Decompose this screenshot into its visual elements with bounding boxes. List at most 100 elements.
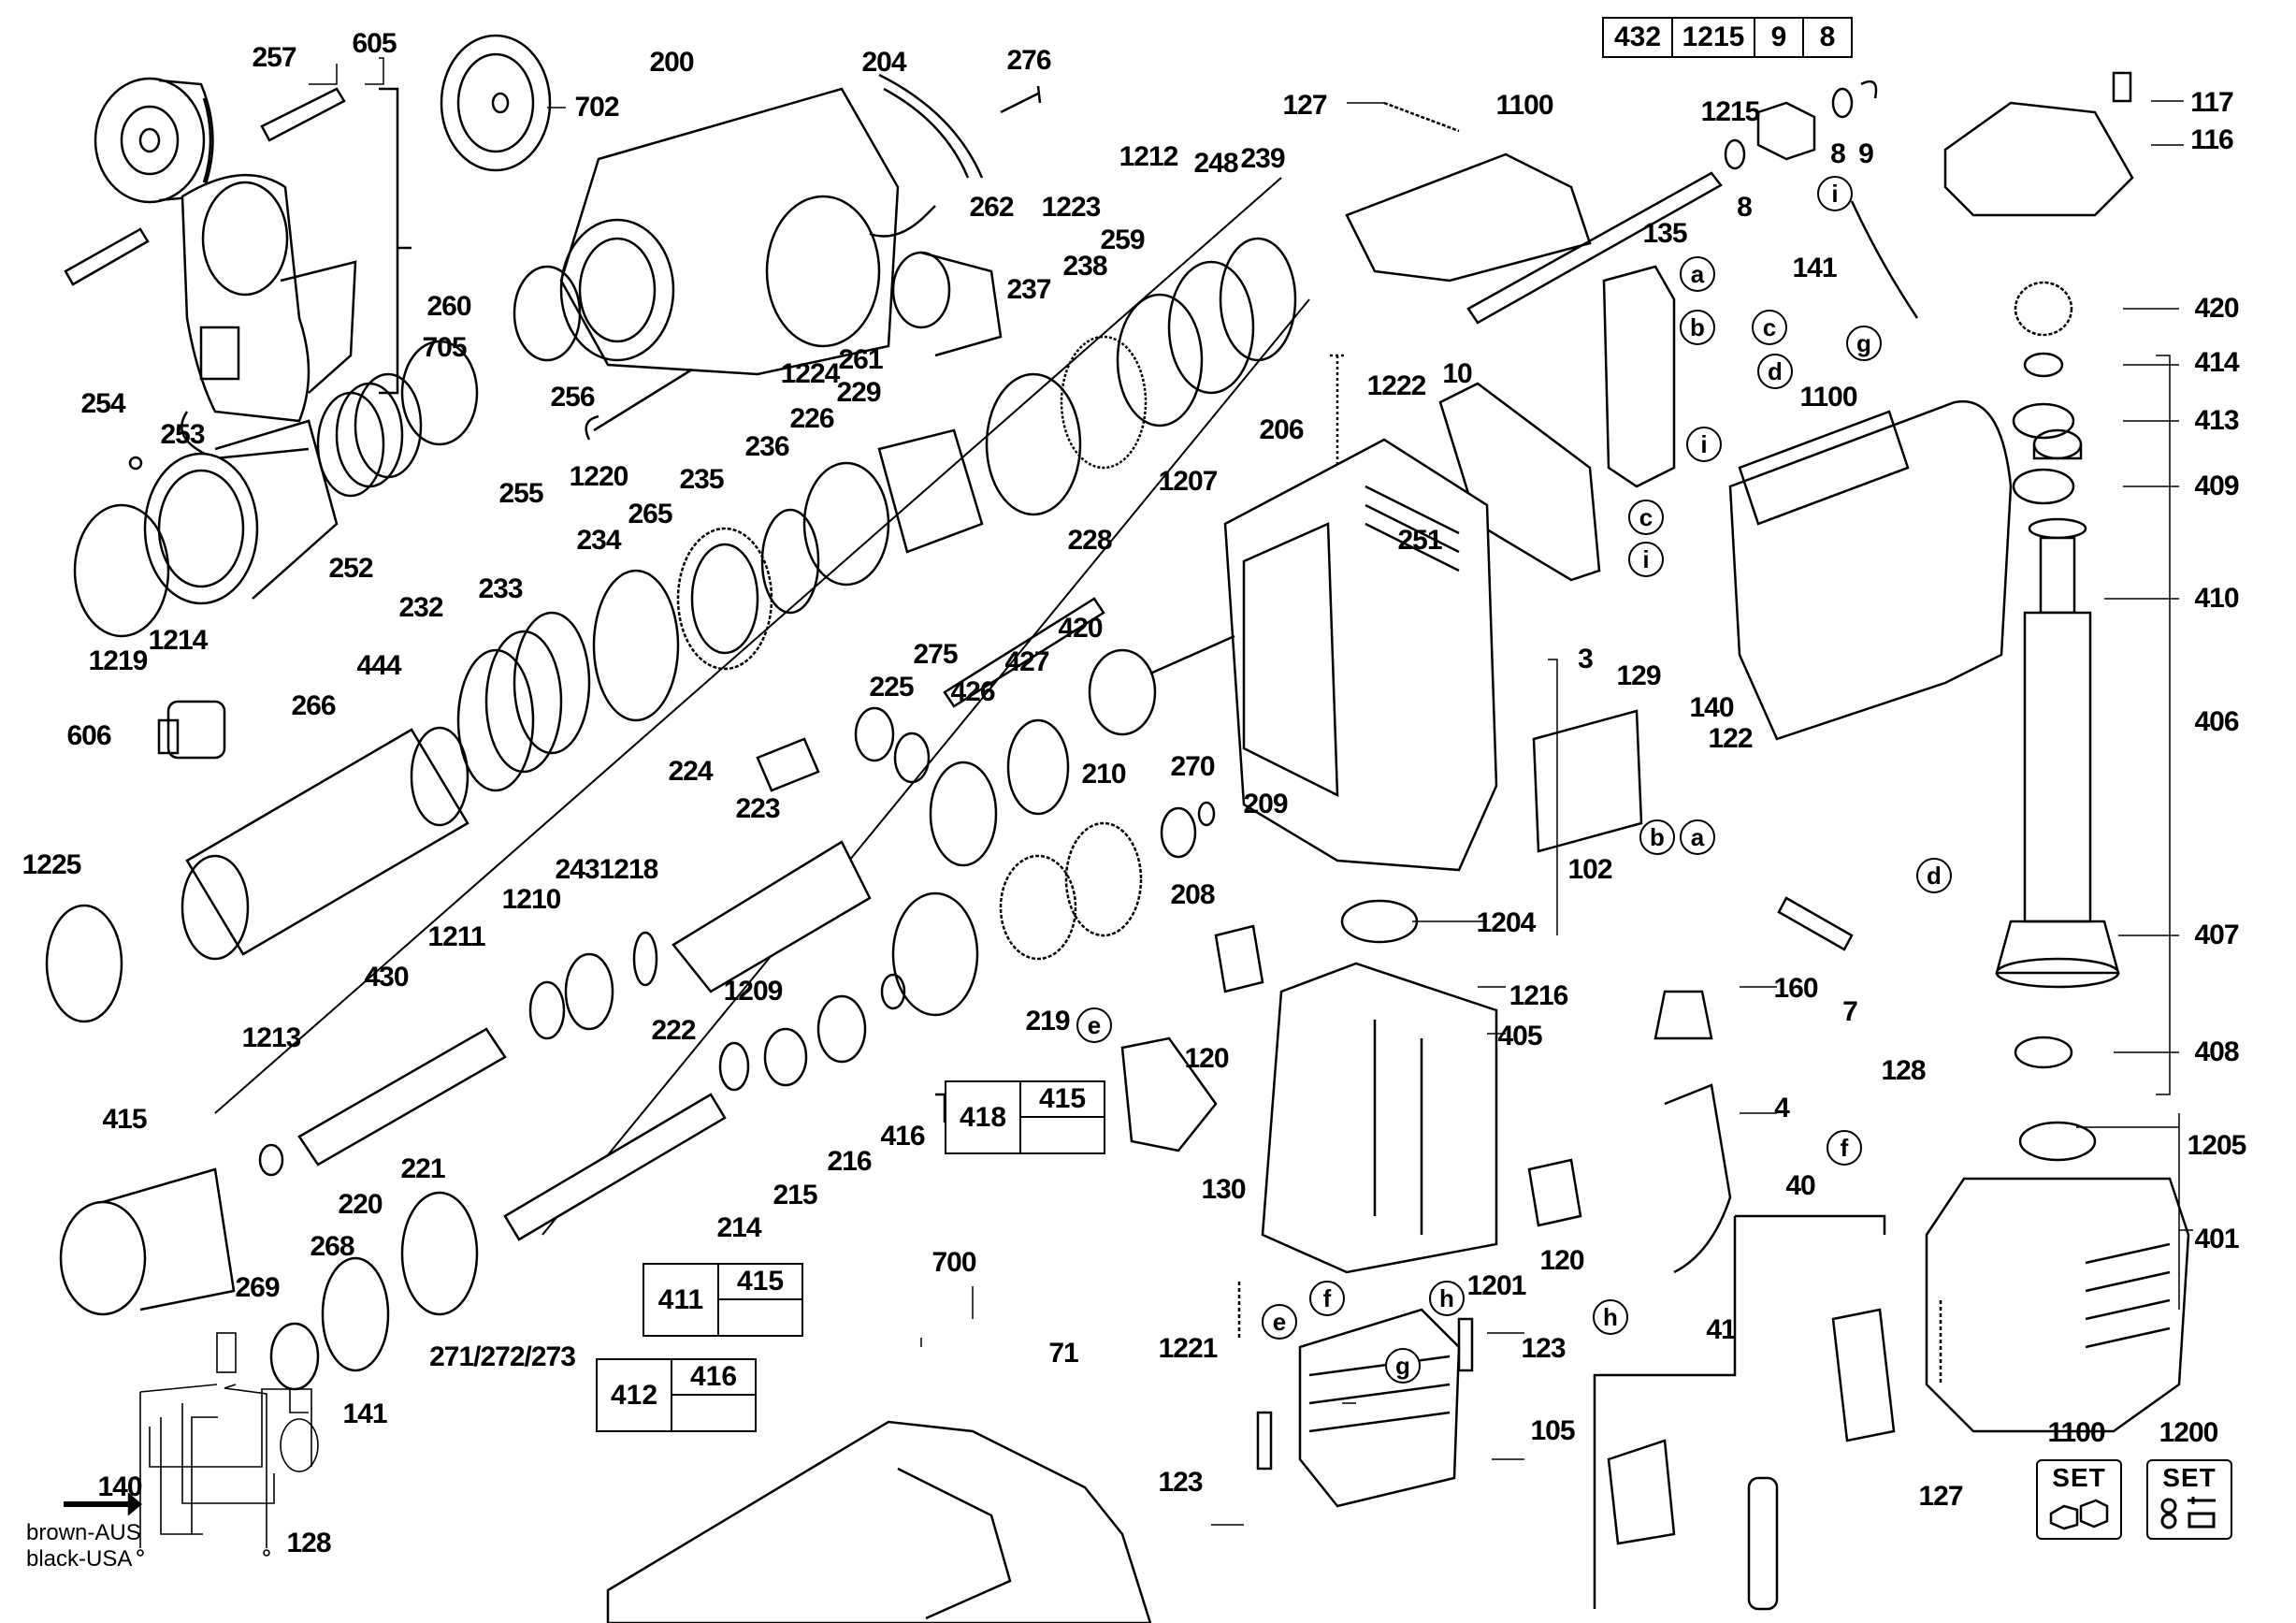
connector-marker: c xyxy=(1628,500,1664,535)
part-number-label: 220 xyxy=(338,1189,383,1220)
part-number-label: 234 xyxy=(576,525,621,556)
screws-parts-icon xyxy=(2160,1497,2216,1529)
part-number-label: 224 xyxy=(668,756,713,787)
tube-7 xyxy=(1777,896,1854,951)
part-number-label: 408 xyxy=(2194,1036,2239,1067)
connector-marker: a xyxy=(1680,819,1715,855)
shaft-432 xyxy=(1466,171,1723,325)
part-number-label: 229 xyxy=(836,377,881,408)
part-number-label: 252 xyxy=(328,553,373,584)
drill-chuck-part xyxy=(94,77,214,204)
part-number-label: 426 xyxy=(950,676,995,707)
header-parts-table: 432 1215 9 8 xyxy=(1602,17,1853,58)
kit-sub: 415 xyxy=(1021,1082,1104,1118)
brush-cap-123a xyxy=(1457,1317,1474,1372)
part-number-label: 270 xyxy=(1170,751,1215,782)
seal-1211 xyxy=(528,980,566,1040)
part-number-label: 257 xyxy=(252,42,296,73)
part-number-label: 123 xyxy=(1158,1467,1203,1498)
part-number-label: 40 xyxy=(1785,1170,1815,1201)
set-label: SET xyxy=(2052,1463,2106,1492)
part-number-label: 444 xyxy=(356,650,401,681)
part-number-label: 268 xyxy=(310,1231,354,1262)
part-number-label: 8 xyxy=(1737,192,1753,223)
part-number-label: 1220 xyxy=(569,461,629,492)
assembly-guide-line xyxy=(542,298,1310,1236)
part-number-label: 266 xyxy=(291,690,336,721)
carrying-case-700 xyxy=(606,1420,1152,1623)
part-number-label: 219 xyxy=(1025,1006,1070,1036)
ring-237 xyxy=(985,372,1082,516)
part-number-label: 1210 xyxy=(501,884,562,915)
bearing-216 xyxy=(816,994,867,1064)
part-number-label: 401 xyxy=(2194,1224,2239,1254)
gear-segment-part xyxy=(878,73,984,179)
plate-229-part xyxy=(877,428,984,554)
main-handle-1100 xyxy=(1728,399,2013,741)
connector-marker: i xyxy=(1686,427,1722,462)
wiring-note-usa: black-USA xyxy=(26,1545,133,1572)
part-number-label: 1205 xyxy=(2187,1130,2247,1161)
part-number-label: 140 xyxy=(97,1471,142,1502)
part-number-label: 261 xyxy=(838,344,883,375)
clip-9 xyxy=(1860,80,1878,99)
part-number-label: 223 xyxy=(735,793,780,824)
armature-406 xyxy=(1995,428,2120,989)
side-handle-part xyxy=(181,173,357,460)
connector-marker: d xyxy=(1916,858,1952,893)
washer-8b xyxy=(1724,138,1746,170)
ring-427 xyxy=(1006,718,1070,816)
spring-rings-part xyxy=(484,630,563,774)
cable-clamp-40 xyxy=(1831,1308,1896,1442)
part-number-label: 1213 xyxy=(241,1022,302,1053)
o-ring-part xyxy=(513,265,582,362)
leader-lines xyxy=(309,57,2193,1526)
gear-235-inner xyxy=(690,543,759,655)
part-number-label: 420 xyxy=(1058,613,1103,644)
ring-239 xyxy=(1219,237,1297,362)
part-number-label: 140 xyxy=(1689,692,1734,723)
kit-box-411: 411 415 xyxy=(643,1263,803,1337)
wiring-note-aus: brown-AUS xyxy=(26,1520,141,1545)
pin-117 xyxy=(2112,71,2132,103)
part-number-label: 210 xyxy=(1081,759,1126,790)
connector-marker: i xyxy=(1817,176,1853,211)
part-number-label: 228 xyxy=(1067,525,1112,556)
o-ring-part xyxy=(400,340,479,446)
part-number-label: 259 xyxy=(1100,225,1145,255)
header-cell: 432 xyxy=(1604,19,1673,56)
bearing-210 xyxy=(1064,821,1143,937)
part-number-label: 1225 xyxy=(22,849,82,880)
part-number-label: 1100 xyxy=(1799,382,1857,413)
part-number-label: 407 xyxy=(2194,920,2239,950)
header-cell: 9 xyxy=(1755,19,1804,56)
part-number-label: 1222 xyxy=(1366,370,1427,401)
kit-bracket-418 xyxy=(935,1093,946,1123)
gear-219 xyxy=(999,854,1077,961)
part-number-label: 1224 xyxy=(780,358,841,389)
set-badge-1100: SET xyxy=(2036,1459,2122,1540)
fan-cover-116 xyxy=(1943,101,2134,217)
part-number-label: 204 xyxy=(861,47,906,78)
part-number-label: 1215 xyxy=(1700,96,1761,127)
part-number-label: 276 xyxy=(1006,45,1051,76)
part-number-label: 221 xyxy=(400,1153,445,1184)
connector-marker: c xyxy=(1752,310,1787,345)
spring-rings-part xyxy=(513,611,591,755)
washer-214b xyxy=(718,1041,750,1092)
part-number-label: 1204 xyxy=(1476,907,1537,938)
part-number-label: 1211 xyxy=(427,921,485,952)
handle-grip xyxy=(1738,410,1910,526)
part-number-label: 405 xyxy=(1497,1021,1542,1051)
cord-sleeve xyxy=(1747,1476,1779,1611)
motor-cover-401 xyxy=(1925,1121,2190,1433)
part-number-label: 702 xyxy=(574,92,619,123)
part-number-label: 215 xyxy=(773,1180,817,1210)
plate-102 xyxy=(1532,709,1643,853)
connector-marker: f xyxy=(1309,1281,1345,1316)
washer-8 xyxy=(1831,87,1854,119)
part-number-label: 135 xyxy=(1642,218,1687,249)
pinion-420b xyxy=(1088,648,1157,736)
part-number-label: 248 xyxy=(1193,148,1238,179)
